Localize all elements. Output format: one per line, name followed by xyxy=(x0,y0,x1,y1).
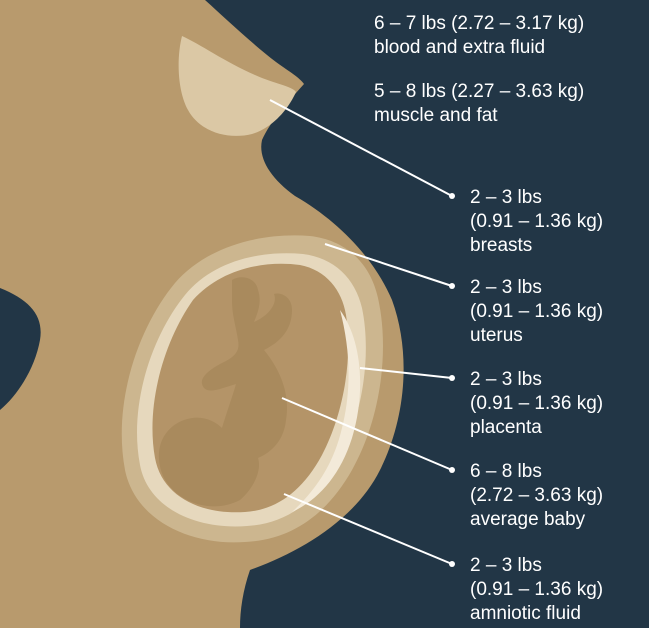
label-blood-fluid: 6 – 7 lbs (2.72 – 3.17 kg) blood and ext… xyxy=(374,12,584,60)
label-breasts-name: breasts xyxy=(470,234,603,258)
label-blood-weight: 6 – 7 lbs (2.72 – 3.17 kg) xyxy=(374,12,584,36)
label-breasts-kg: (0.91 – 1.36 kg) xyxy=(470,210,603,234)
leader-amniotic-dot xyxy=(449,561,455,567)
label-breasts-lbs: 2 – 3 lbs xyxy=(470,186,603,210)
label-baby-name: average baby xyxy=(470,508,603,532)
label-uterus-lbs: 2 – 3 lbs xyxy=(470,276,603,300)
label-muscle-weight: 5 – 8 lbs (2.27 – 3.63 kg) xyxy=(374,80,584,104)
leader-uterus-dot xyxy=(449,283,455,289)
label-uterus-kg: (0.91 – 1.36 kg) xyxy=(470,300,603,324)
label-blood-name: blood and extra fluid xyxy=(374,36,584,60)
label-muscle-fat: 5 – 8 lbs (2.27 – 3.63 kg) muscle and fa… xyxy=(374,80,584,128)
label-uterus: 2 – 3 lbs (0.91 – 1.36 kg) uterus xyxy=(470,276,603,348)
label-placenta: 2 – 3 lbs (0.91 – 1.36 kg) placenta xyxy=(470,368,603,440)
leader-breasts-dot xyxy=(449,193,455,199)
label-placenta-kg: (0.91 – 1.36 kg) xyxy=(470,392,603,416)
leader-baby-dot xyxy=(449,467,455,473)
label-muscle-name: muscle and fat xyxy=(374,104,584,128)
label-placenta-lbs: 2 – 3 lbs xyxy=(470,368,603,392)
leader-placenta-dot xyxy=(449,375,455,381)
label-baby-lbs: 6 – 8 lbs xyxy=(470,460,603,484)
label-baby: 6 – 8 lbs (2.72 – 3.63 kg) average baby xyxy=(470,460,603,532)
label-amniotic-kg: (0.91 – 1.36 kg) xyxy=(470,578,603,602)
label-baby-kg: (2.72 – 3.63 kg) xyxy=(470,484,603,508)
label-amniotic-name: amniotic fluid xyxy=(470,602,603,626)
label-amniotic: 2 – 3 lbs (0.91 – 1.36 kg) amniotic flui… xyxy=(470,554,603,626)
label-placenta-name: placenta xyxy=(470,416,603,440)
label-breasts: 2 – 3 lbs (0.91 – 1.36 kg) breasts xyxy=(470,186,603,258)
label-amniotic-lbs: 2 – 3 lbs xyxy=(470,554,603,578)
label-uterus-name: uterus xyxy=(470,324,603,348)
